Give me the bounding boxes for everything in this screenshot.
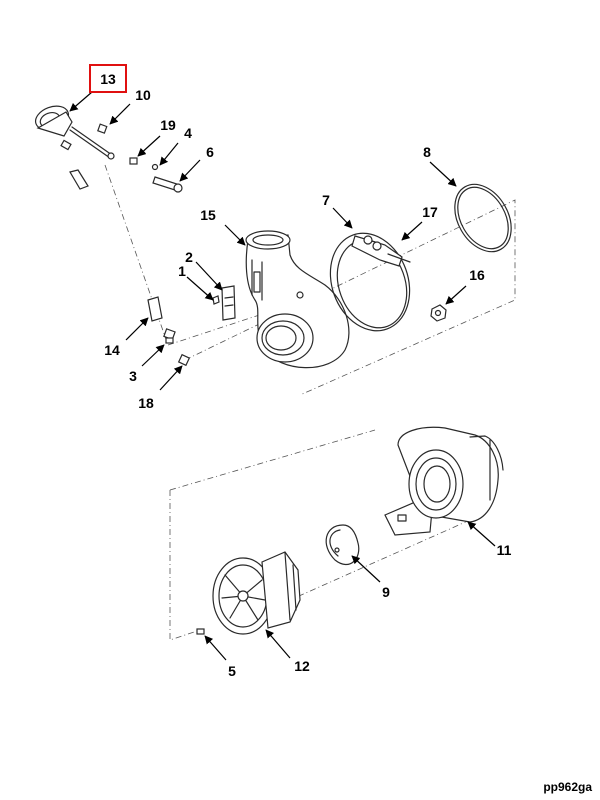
clip-4 — [151, 163, 159, 171]
wastegate-actuator — [34, 105, 115, 160]
callout-18: 18 — [138, 395, 154, 411]
figure-id-label: pp962ga — [543, 780, 592, 794]
nut-10 — [97, 123, 108, 134]
rod-sleeve-14 — [69, 169, 163, 322]
nut-3 — [163, 328, 176, 344]
cartridge-assembly — [212, 551, 301, 635]
callout-2: 2 — [185, 249, 193, 265]
nut-19 — [129, 157, 138, 165]
screw-18 — [177, 353, 191, 367]
assembly-centerlines — [104, 164, 516, 641]
callout-14: 14 — [104, 342, 120, 358]
callout-1: 1 — [178, 263, 186, 279]
callout-6: 6 — [206, 144, 214, 160]
callout-8: 8 — [423, 144, 431, 160]
callout-12: 12 — [294, 658, 310, 674]
compressor-housing — [245, 230, 350, 369]
callout-10: 10 — [135, 87, 151, 103]
callout-leaders — [69, 91, 496, 661]
callout-15: 15 — [200, 207, 216, 223]
nut-16 — [430, 304, 447, 322]
pin-6 — [152, 176, 183, 193]
o-ring — [454, 183, 512, 253]
callout-highlight-box — [89, 64, 127, 93]
callout-13: 13 — [100, 71, 116, 87]
callout-5: 5 — [228, 663, 236, 679]
snap-ring — [325, 524, 360, 566]
bracket-1-2 — [212, 285, 236, 321]
callout-3: 3 — [129, 368, 137, 384]
pin-5 — [196, 628, 205, 635]
callout-9: 9 — [382, 584, 390, 600]
callout-labels: 13 10 19 4 6 15 2 1 7 8 17 16 14 3 18 11… — [89, 64, 512, 679]
turbine-housing — [384, 426, 504, 536]
callout-17: 17 — [422, 204, 438, 220]
callout-7: 7 — [322, 192, 330, 208]
v-band-clamp — [329, 232, 411, 332]
callout-11: 11 — [497, 542, 512, 558]
callout-16: 16 — [469, 267, 485, 283]
callout-19: 19 — [160, 117, 176, 133]
callout-4: 4 — [184, 125, 192, 141]
